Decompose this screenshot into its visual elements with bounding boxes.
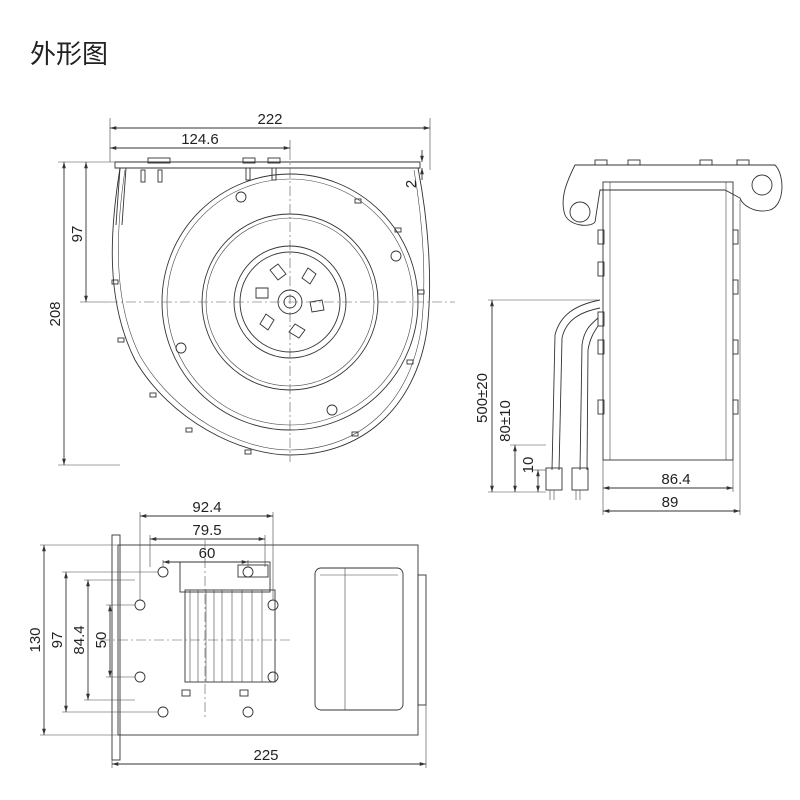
dim-width-to-center: 124.6 — [181, 131, 219, 148]
front-view: 222 124.6 208 97 2 — [47, 111, 455, 466]
dim-hole-span-mid: 79.5 — [192, 522, 221, 539]
dim-length: 225 — [253, 747, 278, 764]
bottom-view: 92.4 79.5 60 130 97 84.4 50 225 — [27, 499, 427, 768]
dim-hole-span-inner: 60 — [199, 545, 216, 562]
dim-wire-end: 10 — [520, 457, 537, 474]
dim-cable-strip: 80±10 — [497, 400, 514, 442]
dim-width: 222 — [257, 111, 282, 128]
dim-hole-height-mid: 84.4 — [71, 625, 88, 654]
dim-flange-thickness: 2 — [403, 180, 420, 188]
dim-depth: 89 — [662, 494, 679, 511]
dim-hole-height-inner: 50 — [93, 632, 110, 649]
dim-height-bottom: 130 — [27, 627, 44, 652]
dim-cable-length: 500±20 — [474, 373, 491, 423]
dim-depth-inner: 86.4 — [661, 471, 690, 488]
dim-height-to-center: 97 — [69, 226, 86, 243]
dim-height: 208 — [47, 301, 64, 326]
side-view: 500±20 80±10 10 86.4 89 — [474, 159, 783, 515]
drawing-title: 外形图 — [30, 40, 109, 70]
dim-hole-height-outer: 97 — [49, 632, 66, 649]
dim-hole-span-outer: 92.4 — [192, 499, 221, 516]
